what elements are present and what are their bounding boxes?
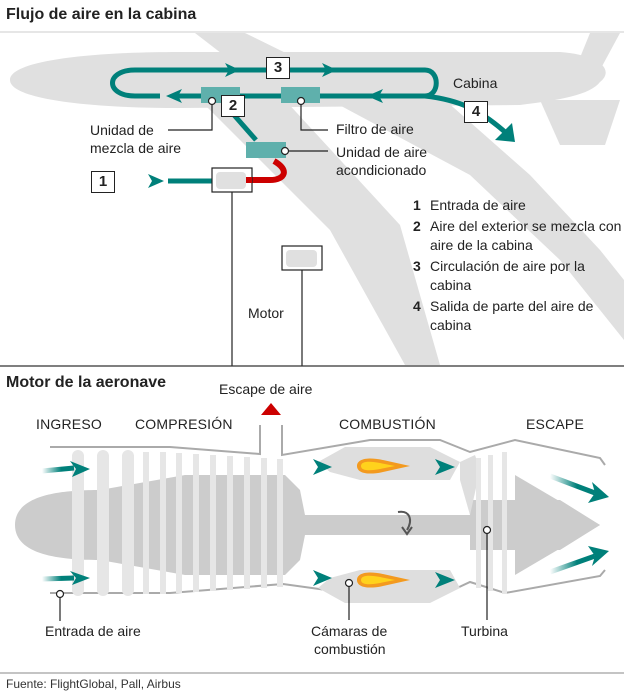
- stage-escape: ESCAPE: [526, 416, 584, 432]
- loop-arrows: [166, 63, 383, 103]
- label-camaras-2: combustión: [314, 641, 386, 657]
- source-credit: Fuente: FlightGlobal, Pall, Airbus: [6, 677, 181, 691]
- engine-section-title: Motor de la aeronave: [6, 374, 167, 391]
- rotation-arrow-icon: [397, 510, 411, 531]
- stage-ingreso: INGRESO: [36, 416, 102, 432]
- label-camaras-1: Cámaras de: [311, 623, 388, 639]
- label-unidad-acond-1: Unidad de aire: [336, 144, 428, 160]
- cabin-leader-lines: [168, 101, 328, 152]
- arrow-left-icon: [367, 89, 383, 103]
- label-motor: Motor: [248, 305, 284, 321]
- stage-combustion: COMBUSTIÓN: [339, 416, 436, 432]
- exhaust-cone: [515, 475, 600, 575]
- arrow-right-icon: [225, 63, 240, 77]
- arrow-right-icon: [148, 174, 164, 188]
- engine-leader-dots: [55, 525, 492, 599]
- label-entrada-aire: Entrada de aire: [45, 623, 141, 639]
- hot-air-pipe: [247, 158, 287, 183]
- arrow-up-icon: [261, 403, 281, 415]
- label-cabina: Cabina: [453, 75, 498, 91]
- marker-4: 4: [464, 101, 488, 123]
- label-unidad-mezcla-2: mezcla de aire: [90, 140, 182, 156]
- leader-dots: [207, 96, 306, 156]
- label-filtro: Filtro de aire: [336, 121, 414, 137]
- compressor-blades: [72, 450, 283, 596]
- cabin-airflow-loop: [110, 67, 439, 99]
- label-unidad-acond-2: acondicionado: [336, 162, 427, 178]
- flame-icon: [357, 572, 410, 588]
- mix-to-ac-flow: [232, 113, 258, 142]
- turbine-blades: [476, 452, 507, 594]
- arrow-left-icon: [166, 89, 182, 103]
- ac-unit: [246, 142, 286, 158]
- stage-compresion: COMPRESIÓN: [135, 416, 233, 432]
- arrow-right-icon: [322, 63, 337, 77]
- cabin-section-title: Flujo de aire en la cabina: [6, 6, 197, 23]
- air-filter: [281, 87, 320, 103]
- engine-airflow-arrows: [41, 459, 609, 588]
- marker-3: 3: [266, 57, 290, 79]
- marker-1: 1: [91, 171, 115, 193]
- engine-leader-lines: [59, 530, 488, 621]
- label-unidad-mezcla-1: Unidad de: [90, 122, 154, 138]
- flame-icon: [357, 458, 410, 474]
- exit-arrow-icon: [495, 123, 515, 142]
- label-turbina: Turbina: [461, 623, 508, 639]
- marker-2: 2: [221, 95, 245, 117]
- label-escape-aire: Escape de aire: [219, 381, 313, 397]
